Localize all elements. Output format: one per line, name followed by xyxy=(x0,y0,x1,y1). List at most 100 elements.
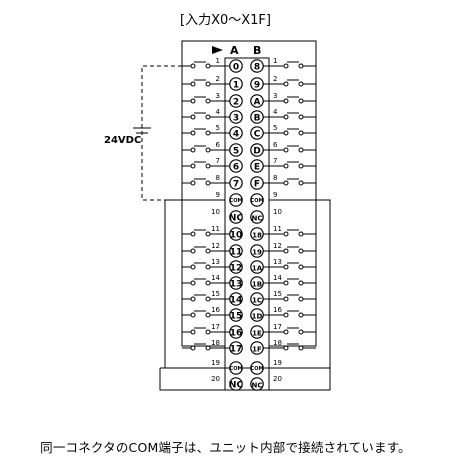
contact-terminal xyxy=(190,345,196,351)
contact-terminal xyxy=(298,312,304,318)
terminal-a-label: 16 xyxy=(230,329,243,339)
terminal-b-label: E xyxy=(254,163,260,173)
contact-terminal xyxy=(298,264,304,270)
contact-terminal xyxy=(205,264,211,270)
pin-number-left: 14 xyxy=(211,274,220,282)
pin-number-right: 14 xyxy=(273,274,282,282)
pin-number-left: 13 xyxy=(211,258,220,266)
terminal-b-label: 1C xyxy=(252,297,262,305)
contact-terminal xyxy=(283,312,289,318)
contact-terminal xyxy=(190,98,196,104)
pin-number-left: 11 xyxy=(211,225,220,233)
pin-number-right: 19 xyxy=(273,359,282,367)
terminal-a-label: 6 xyxy=(233,163,239,173)
pin-number-right: 15 xyxy=(273,290,282,298)
contact-terminal xyxy=(190,329,196,335)
pin-number-left: 2 xyxy=(216,75,220,83)
contact-terminal xyxy=(283,163,289,169)
contact-terminal xyxy=(205,98,211,104)
contact-terminal xyxy=(283,180,289,186)
contact-terminal xyxy=(283,264,289,270)
contact-terminal xyxy=(298,345,304,351)
terminal-b-circle xyxy=(250,193,264,207)
terminal-b-circle xyxy=(250,377,264,391)
terminal-a-label: 2 xyxy=(233,98,239,108)
pin-number-left: 17 xyxy=(211,323,220,331)
contact-terminal xyxy=(205,163,211,169)
pin-number-left: 7 xyxy=(216,157,220,165)
contact-terminal xyxy=(190,280,196,286)
pin-number-left: 16 xyxy=(211,306,220,314)
terminal-a-label: 7 xyxy=(233,180,239,190)
terminal-a-circle xyxy=(229,159,243,173)
contact-terminal xyxy=(205,231,211,237)
terminal-a-circle xyxy=(229,193,243,207)
terminal-column xyxy=(224,57,270,391)
terminal-b-circle xyxy=(250,227,264,241)
contact-terminal xyxy=(190,231,196,237)
terminal-b-label: 1D xyxy=(252,313,263,321)
pin-number-right: 6 xyxy=(273,141,278,149)
terminal-b-label: 8 xyxy=(254,63,260,73)
dc-source-symbol xyxy=(133,127,151,134)
terminal-b-circle xyxy=(250,159,264,173)
pin-number-right: 20 xyxy=(273,375,282,383)
terminal-a-label: 0 xyxy=(233,63,239,73)
contact-terminal xyxy=(283,63,289,69)
terminal-b-circle xyxy=(250,59,264,73)
contact-terminal xyxy=(283,248,289,254)
pin-number-left: 6 xyxy=(216,141,221,149)
pin-number-right: 16 xyxy=(273,306,282,314)
contact-terminal xyxy=(190,114,196,120)
contact-terminal xyxy=(283,114,289,120)
contact-terminal xyxy=(190,312,196,318)
contact-terminal xyxy=(190,264,196,270)
terminal-a-label: 11 xyxy=(230,248,243,258)
contact-terminal xyxy=(283,147,289,153)
terminal-a-label: 14 xyxy=(230,296,243,306)
pin-number-right: 5 xyxy=(273,124,277,132)
terminal-b-label: 19 xyxy=(252,249,262,257)
contact-terminal xyxy=(298,130,304,136)
pin-number-right: 2 xyxy=(273,75,277,83)
terminal-b-circle xyxy=(250,361,264,375)
pin-number-right: 3 xyxy=(273,92,277,100)
contact-terminal xyxy=(205,248,211,254)
terminal-b-label: C xyxy=(254,130,261,140)
terminal-a-circle xyxy=(229,77,243,91)
terminal-a-circle xyxy=(229,341,243,355)
pin-number-right: 1 xyxy=(273,57,277,65)
voltage-label: 24VDC xyxy=(104,135,141,146)
terminal-a-circle xyxy=(229,361,243,375)
terminal-b-label: NC xyxy=(252,215,263,223)
contact-terminal xyxy=(298,81,304,87)
contact-terminal xyxy=(298,147,304,153)
terminal-b-label: 1B xyxy=(252,281,262,289)
pin-number-right: 4 xyxy=(273,108,278,116)
contact-terminal xyxy=(205,114,211,120)
pin-number-left: 4 xyxy=(216,108,221,116)
pin-number-right: 13 xyxy=(273,258,282,266)
contact-terminal xyxy=(205,180,211,186)
terminal-a-label: 3 xyxy=(233,114,239,124)
contact-terminal xyxy=(205,296,211,302)
terminal-a-circle xyxy=(229,210,243,224)
pin-number-right: 17 xyxy=(273,323,282,331)
terminal-b-circle xyxy=(250,176,264,190)
contact-terminal xyxy=(190,296,196,302)
pin-number-right: 10 xyxy=(273,208,282,216)
terminal-b-label: F xyxy=(254,180,260,190)
contact-terminal xyxy=(298,329,304,335)
contact-terminal xyxy=(205,130,211,136)
contact-terminal xyxy=(298,231,304,237)
terminal-b-circle xyxy=(250,110,264,124)
column-b-label: B xyxy=(253,44,261,57)
pin-number-left: 19 xyxy=(211,359,220,367)
terminal-b-label: A xyxy=(254,98,261,108)
terminal-a-label: COM xyxy=(230,198,243,204)
terminal-a-circle xyxy=(229,244,243,258)
terminal-a-label: COM xyxy=(230,366,243,372)
contact-terminal xyxy=(298,63,304,69)
pin-number-left: 1 xyxy=(216,57,220,65)
